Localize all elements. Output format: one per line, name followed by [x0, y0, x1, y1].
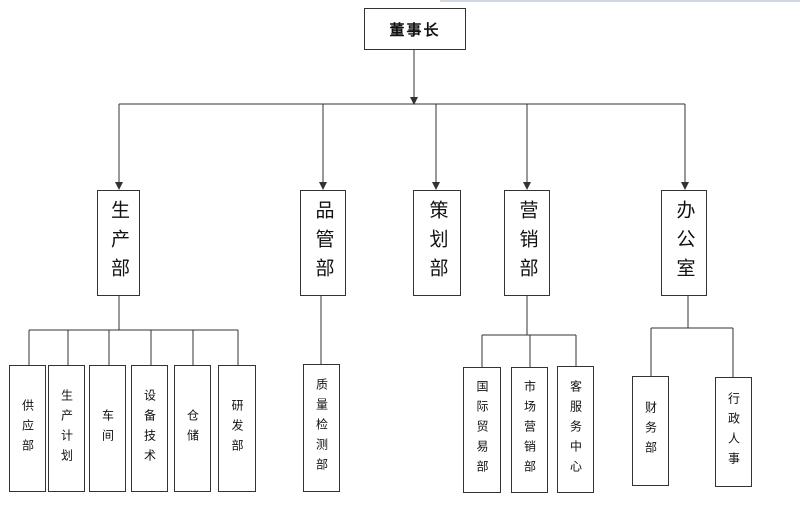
dept-marketing-label: 营销部: [516, 199, 539, 287]
sub-customer-service-label: 客服务中心: [568, 379, 583, 480]
dept-marketing-box: 营销部: [504, 190, 550, 296]
sub-supply-box: 供应部: [9, 365, 46, 492]
sub-warehouse-box: 仓储: [174, 365, 211, 492]
sub-admin-hr-label: 行政人事: [726, 392, 741, 472]
dept-production-box: 生产部: [97, 190, 140, 296]
sub-production-planning-box: 生产计划: [48, 365, 85, 492]
dept-production-label: 生产部: [108, 199, 130, 287]
chairman-label: 董事长: [389, 20, 441, 39]
dept-office-label: 办公室: [673, 199, 696, 287]
sub-market-sales-label: 市场营销部: [522, 380, 537, 480]
sub-equipment-tech-label: 设备技术: [142, 388, 157, 469]
dept-planning-label: 策划部: [426, 199, 449, 287]
sub-quality-inspection-label: 质量检测部: [314, 378, 329, 478]
sub-workshop-label: 车间: [100, 408, 115, 449]
dept-planning-box: 策划部: [413, 190, 461, 296]
sub-supply-label: 供应部: [20, 398, 35, 459]
sub-production-planning-label: 生产计划: [59, 388, 74, 469]
sub-warehouse-label: 仓储: [185, 408, 200, 449]
dept-office-box: 办公室: [661, 190, 707, 296]
sub-rnd-label: 研发部: [230, 398, 244, 459]
sub-market-sales-box: 市场营销部: [511, 367, 548, 493]
sub-rnd-box: 研发部: [218, 365, 256, 492]
sub-finance-box: 财务部: [632, 376, 669, 486]
sub-quality-inspection-box: 质量检测部: [303, 364, 340, 492]
dept-quality-box: 品管部: [300, 190, 346, 296]
chairman-box: 董事长: [364, 8, 466, 50]
sub-admin-hr-box: 行政人事: [715, 377, 752, 487]
sub-customer-service-box: 客服务中心: [557, 366, 594, 493]
sub-workshop-box: 车间: [89, 365, 126, 492]
window-edge-line: [440, 0, 800, 2]
dept-quality-label: 品管部: [312, 199, 335, 287]
sub-intl-trade-label: 国际贸易部: [475, 380, 489, 480]
sub-intl-trade-box: 国际贸易部: [463, 367, 501, 493]
sub-finance-label: 财务部: [643, 401, 658, 461]
sub-equipment-tech-box: 设备技术: [131, 365, 168, 492]
